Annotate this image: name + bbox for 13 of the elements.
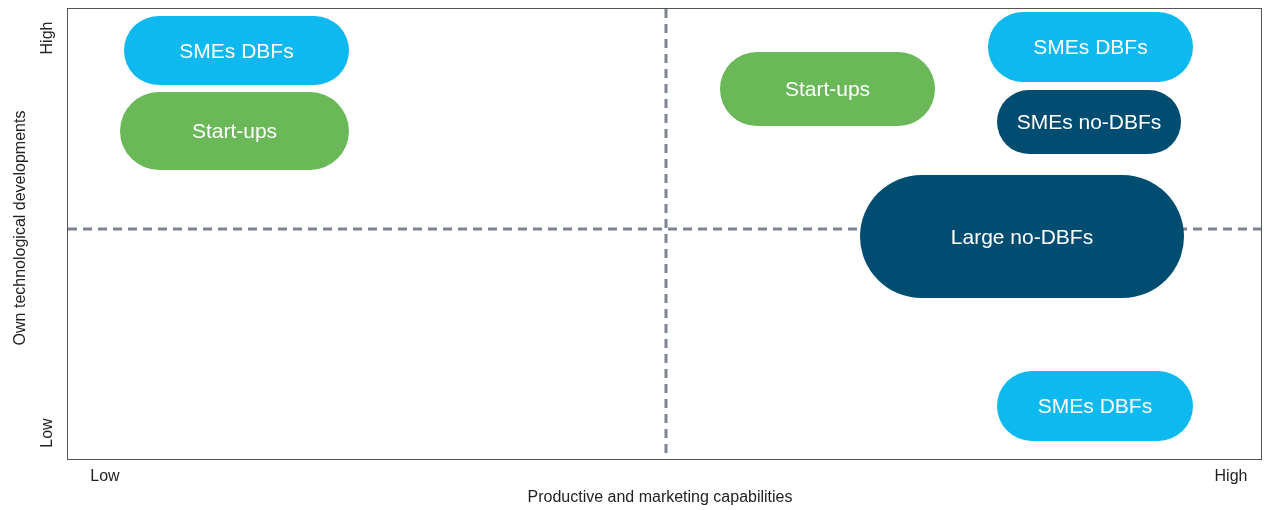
group-label: Start-ups	[784, 76, 871, 103]
group-label: SMEs no-DBFs	[1016, 109, 1162, 136]
x-axis-title: Productive and marketing capabilities	[527, 489, 793, 505]
group-label: Start-ups	[191, 118, 278, 145]
axis-tick-label: High	[39, 21, 55, 55]
group-label: SMEs DBFs	[179, 37, 294, 64]
group-label: Large no-DBFs	[950, 223, 1094, 250]
y-axis-title: Own technological developments	[12, 110, 28, 346]
axis-tick-label: Low	[90, 468, 120, 484]
group-label: SMEs DBFs	[1033, 34, 1148, 61]
axis-tick-label: High	[1214, 468, 1248, 484]
group-label: SMEs DBFs	[1037, 393, 1153, 420]
axis-tick-label: Low	[39, 418, 55, 448]
